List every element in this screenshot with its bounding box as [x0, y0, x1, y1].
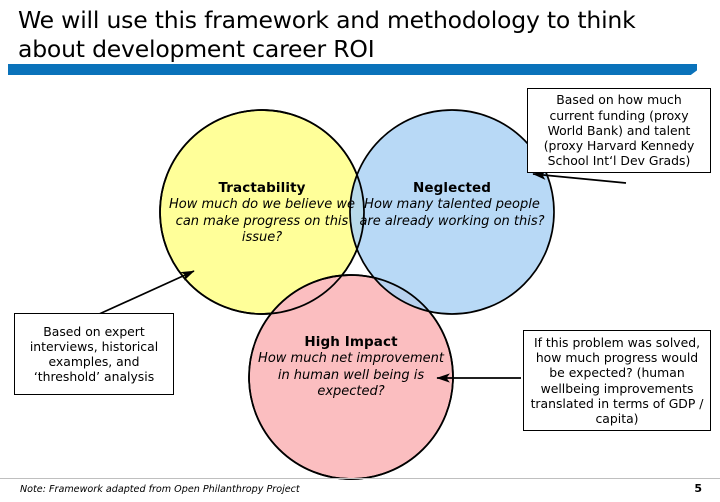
callout-impact-source: If this problem was solved, how much pro… [523, 330, 711, 431]
page-title: We will use this framework and methodolo… [18, 6, 636, 63]
venn-label-high-impact: High Impact How much net improvement in … [251, 334, 451, 401]
callout-neglected-source: Based on how much current funding (proxy… [527, 88, 711, 173]
venn-desc-high-impact: How much net improvement in human well b… [258, 351, 444, 399]
venn-title-tractability: Tractability [218, 180, 306, 196]
venn-desc-tractability: How much do we believe we can make progr… [169, 197, 355, 245]
callout-tractability-source: Based on expert interviews, historical e… [14, 313, 174, 395]
callout-neglected-text: Based on how much current funding (proxy… [543, 92, 695, 169]
circle-neglected [349, 109, 555, 315]
arrow-to-neglected [532, 170, 627, 184]
footer-note: Note: Framework adapted from Open Philan… [20, 484, 300, 495]
circle-high-impact [248, 274, 454, 480]
circle-high-impact-outline [248, 274, 454, 480]
venn-label-tractability: Tractability How much do we believe we c… [162, 180, 362, 247]
callout-impact-text: If this problem was solved, how much pro… [530, 334, 704, 426]
footer-divider [0, 478, 720, 479]
circle-tractability [159, 109, 365, 315]
venn-label-neglected: Neglected How many talented people are a… [352, 180, 552, 230]
venn-desc-neglected: How many talented people are already wor… [359, 197, 545, 229]
page-number: 5 [694, 482, 702, 495]
circle-tractability-outline [159, 109, 365, 315]
callout-tractability-text: Based on expert interviews, historical e… [29, 323, 159, 385]
venn-title-neglected: Neglected [412, 180, 492, 196]
title-accent-bar [8, 64, 697, 75]
venn-title-high-impact: High Impact [304, 334, 398, 350]
